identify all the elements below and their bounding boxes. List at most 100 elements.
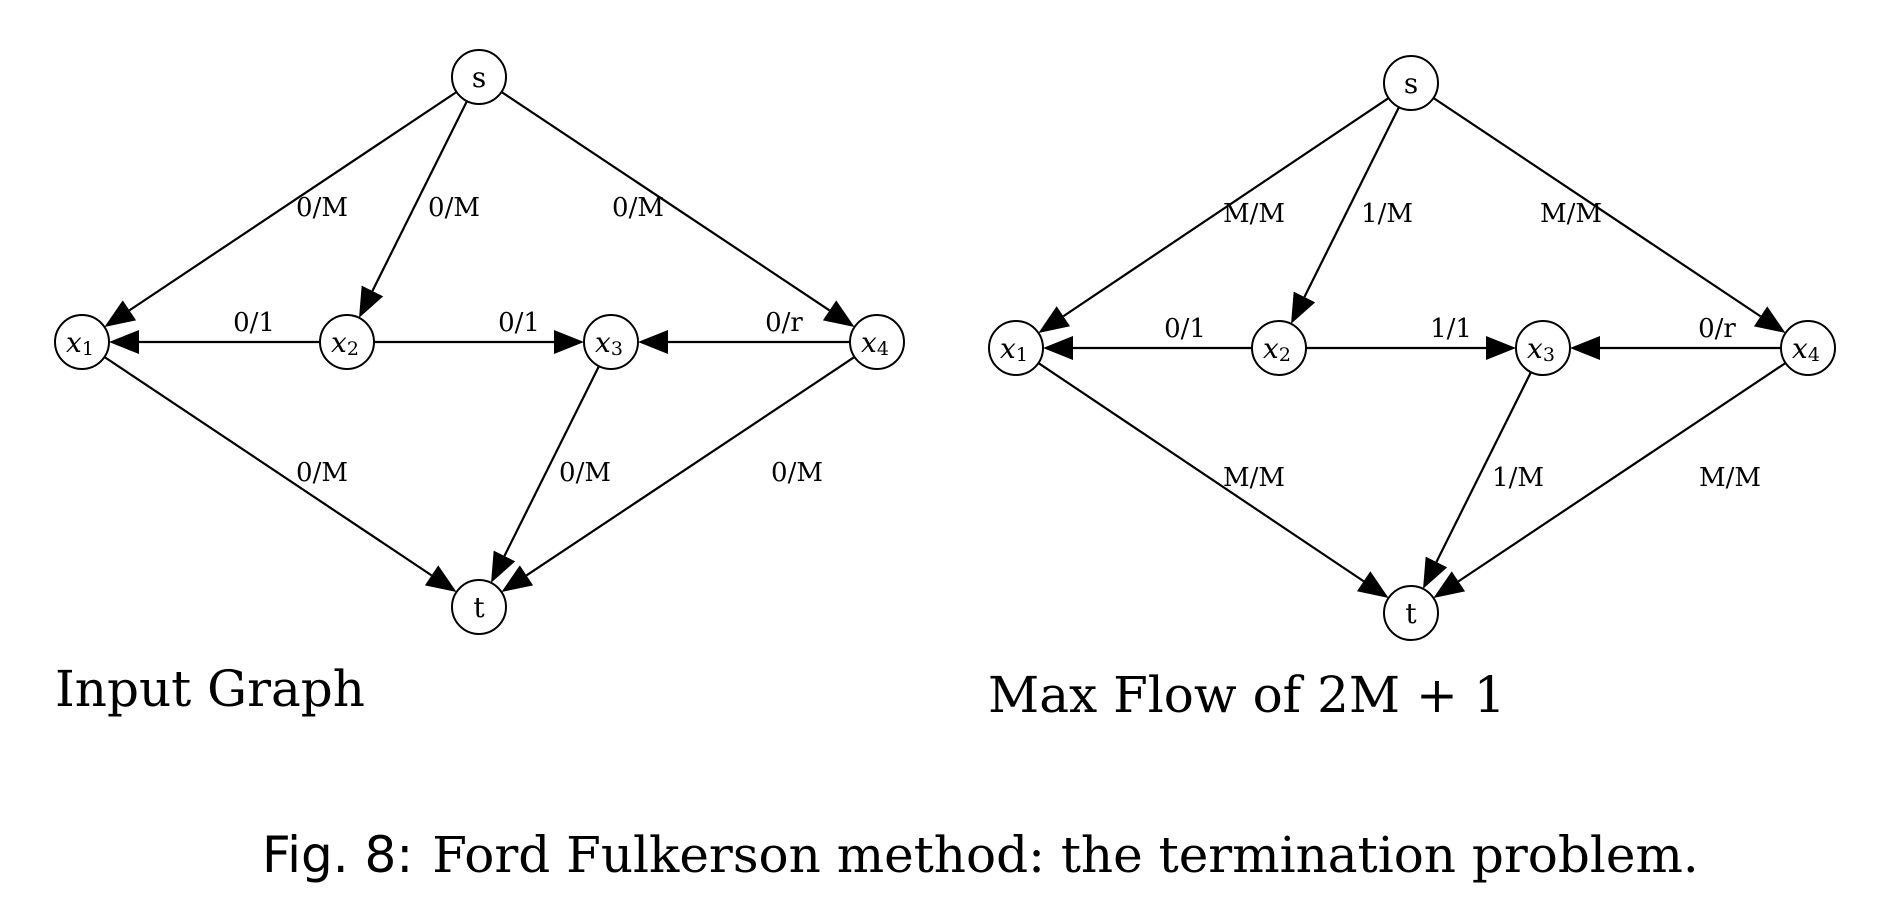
caption-text: Ford Fulkerson method: the termination p… bbox=[432, 826, 1699, 884]
edge-label-x4-x3: 0/r bbox=[765, 308, 803, 338]
node-label-x4: x4 bbox=[1792, 332, 1820, 367]
node-circle-t bbox=[1383, 585, 1439, 641]
node-circle-x3 bbox=[1515, 320, 1571, 376]
node-symbol-x1: x bbox=[66, 326, 82, 359]
arrowhead-x4-x3 bbox=[1570, 336, 1600, 360]
arrowhead-s-x2 bbox=[359, 285, 384, 318]
node-circle-x1 bbox=[988, 320, 1044, 376]
arrowhead-x1-t bbox=[1356, 571, 1389, 598]
input-graph-title: Input Graph bbox=[55, 660, 365, 718]
edge-label-s-x2: 0/M bbox=[428, 193, 480, 223]
arrowhead-x4-x3 bbox=[638, 330, 668, 354]
node-label-x1: x1 bbox=[66, 326, 94, 361]
node-symbol-x4: x bbox=[861, 326, 877, 359]
node-s: s bbox=[451, 49, 507, 105]
node-subscript-x4: 4 bbox=[1808, 344, 1820, 366]
node-subscript-x4: 4 bbox=[877, 338, 889, 360]
node-symbol-s: s bbox=[1404, 67, 1418, 100]
edge-s-x1 bbox=[1062, 97, 1390, 318]
node-symbol-x2: x bbox=[331, 326, 347, 359]
arrowhead-x1-t bbox=[424, 565, 457, 593]
arrowhead-x4-t bbox=[501, 565, 534, 593]
arrowhead-x3-t bbox=[491, 550, 516, 583]
edge-s-x2 bbox=[371, 100, 468, 292]
node-subscript-x3: 3 bbox=[611, 338, 623, 360]
edge-label-x4-x3: 0/r bbox=[1698, 314, 1736, 344]
node-circle-s bbox=[1383, 55, 1439, 111]
arrowhead-s-x1 bbox=[104, 300, 137, 328]
node-x3: x3 bbox=[1515, 320, 1571, 376]
node-circle-x1 bbox=[54, 314, 110, 370]
node-subscript-x1: 1 bbox=[82, 338, 94, 360]
edge-label-x3-t: 1/M bbox=[1492, 463, 1544, 493]
node-x4: x4 bbox=[1780, 320, 1836, 376]
edge-x1-t bbox=[103, 356, 433, 577]
node-x1: x1 bbox=[988, 320, 1044, 376]
edge-s-x1 bbox=[128, 91, 458, 312]
node-label-x3: x3 bbox=[595, 326, 623, 361]
node-label-t: t bbox=[1405, 597, 1417, 630]
node-label-s: s bbox=[472, 61, 486, 94]
node-s: s bbox=[1383, 55, 1439, 111]
node-symbol-x2: x bbox=[1263, 332, 1279, 365]
node-symbol-x4: x bbox=[1792, 332, 1808, 365]
node-label-x2: x2 bbox=[331, 326, 359, 361]
edge-label-x2-x3: 0/1 bbox=[498, 308, 540, 338]
edge-label-x2-x3: 1/1 bbox=[1430, 314, 1472, 344]
arrowhead-x2-x1 bbox=[1043, 336, 1073, 360]
edge-s-x2 bbox=[1303, 106, 1400, 298]
figure-caption: Fig. 8: Ford Fulkerson method: the termi… bbox=[262, 826, 1699, 884]
edge-label-x4-t: M/M bbox=[1699, 463, 1761, 493]
edge-label-x3-t: 0/M bbox=[559, 458, 611, 488]
arrowhead-s-x1 bbox=[1038, 306, 1071, 333]
node-label-x3: x3 bbox=[1527, 332, 1555, 367]
node-subscript-x2: 2 bbox=[1279, 344, 1291, 366]
node-symbol-x3: x bbox=[595, 326, 611, 359]
arrowhead-x3-t bbox=[1423, 556, 1448, 589]
node-circle-x4 bbox=[849, 314, 905, 370]
edge-label-s-x1: M/M bbox=[1223, 199, 1285, 229]
arrowhead-x4-t bbox=[1433, 571, 1466, 599]
edge-label-x1-t: M/M bbox=[1223, 463, 1285, 493]
arrowhead-s-x4 bbox=[1753, 306, 1786, 334]
max-flow-title: Max Flow of 2M + 1 bbox=[988, 666, 1506, 724]
node-x2: x2 bbox=[1251, 320, 1307, 376]
edge-x1-t bbox=[1037, 362, 1365, 583]
edge-label-s-x4: M/M bbox=[1540, 199, 1602, 229]
node-label-s: s bbox=[1404, 67, 1418, 100]
node-circle-x3 bbox=[583, 314, 639, 370]
edge-label-s-x2: 1/M bbox=[1361, 199, 1413, 229]
edge-s-x4 bbox=[500, 91, 831, 312]
node-x2: x2 bbox=[319, 314, 375, 370]
node-circle-t bbox=[451, 579, 507, 635]
edge-label-x2-x1: 0/1 bbox=[1164, 314, 1206, 344]
node-symbol-x3: x bbox=[1527, 332, 1543, 365]
caption-prefix: Fig. 8: bbox=[262, 826, 413, 884]
arrowhead-x2-x3 bbox=[554, 330, 584, 354]
node-label-x1: x1 bbox=[1000, 332, 1028, 367]
node-symbol-s: s bbox=[472, 61, 486, 94]
node-symbol-t: t bbox=[1405, 597, 1417, 630]
node-symbol-t: t bbox=[473, 591, 485, 624]
edge-x4-t bbox=[525, 356, 856, 577]
node-symbol-x1: x bbox=[1000, 332, 1016, 365]
node-subscript-x1: 1 bbox=[1016, 344, 1028, 366]
node-x4: x4 bbox=[849, 314, 905, 370]
edge-s-x4 bbox=[1432, 97, 1762, 318]
node-circle-x4 bbox=[1780, 320, 1836, 376]
node-subscript-x3: 3 bbox=[1543, 344, 1555, 366]
edge-label-s-x1: 0/M bbox=[296, 193, 348, 223]
node-t: t bbox=[451, 579, 507, 635]
node-x1: x1 bbox=[54, 314, 110, 370]
node-label-t: t bbox=[473, 591, 485, 624]
edge-label-x4-t: 0/M bbox=[771, 458, 823, 488]
edge-x4-t bbox=[1457, 362, 1787, 583]
edge-label-s-x4: 0/M bbox=[612, 193, 664, 223]
edge-label-x1-t: 0/M bbox=[296, 458, 348, 488]
edge-x3-t bbox=[1435, 371, 1532, 563]
node-x3: x3 bbox=[583, 314, 639, 370]
edge-label-x2-x1: 0/1 bbox=[233, 308, 275, 338]
